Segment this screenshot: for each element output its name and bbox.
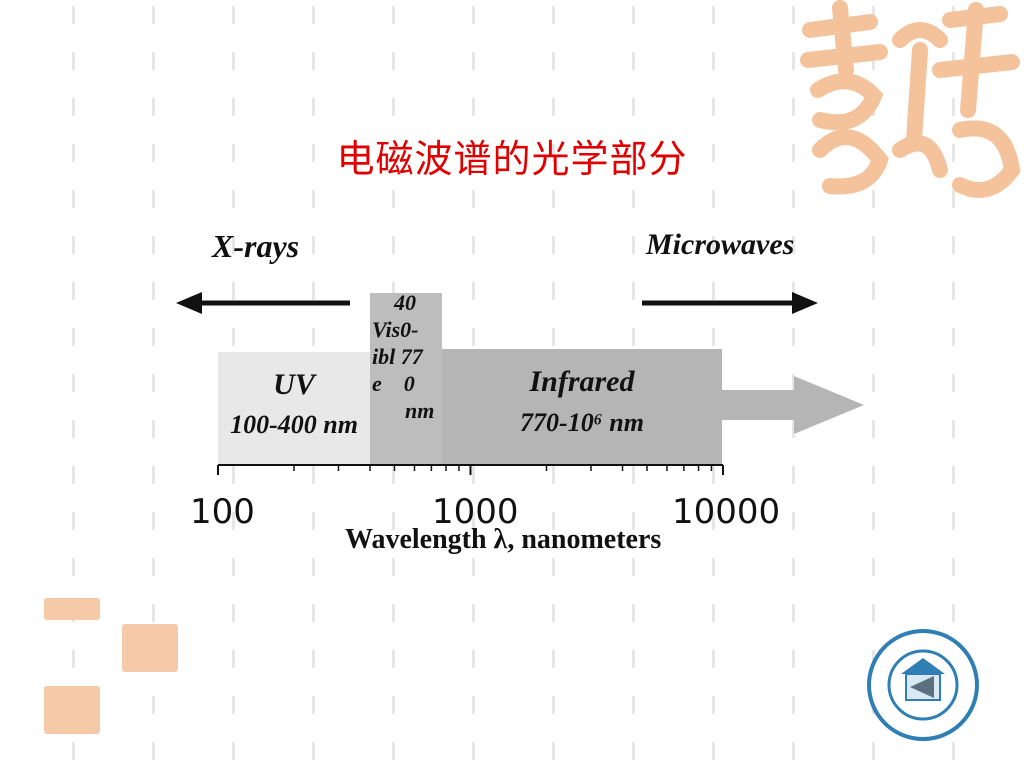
visible-band: [370, 293, 442, 465]
calligraphy-seal-icon: [800, 0, 1021, 198]
tick-label-100: 100: [190, 492, 255, 532]
right-arrow: [642, 292, 818, 314]
infrared-band-range: 770-10⁶ nm: [520, 408, 644, 437]
triangle-left-icon: [910, 676, 934, 698]
tick-label-10000: 10000: [672, 492, 781, 532]
seal-stamp-icon: [44, 598, 100, 620]
uv-band-range: 100-400 nm: [230, 410, 358, 439]
seal-stamp-icon: [122, 624, 178, 672]
seal-stamp-icon: [44, 686, 100, 734]
tick-label-1000: 1000: [432, 492, 519, 532]
visible-band-text: 40 Vis0- ibl 77 e 0 nm: [372, 290, 435, 423]
left-arrow: [176, 292, 350, 314]
institute-emblem-icon[interactable]: [866, 628, 980, 742]
xrays-label: X-rays: [212, 228, 300, 264]
slide-title: 电磁波谱的光学部分: [336, 137, 688, 181]
microwaves-label: Microwaves: [646, 228, 795, 261]
uv-band-name: UV: [273, 368, 315, 401]
uv-band: [218, 352, 370, 465]
infrared-band-name: Infrared: [529, 365, 635, 398]
infrared-band: [442, 349, 722, 465]
axis-title: Wavelength λ, nanometers: [345, 524, 662, 555]
spectrum-continuation-arrow: [722, 376, 864, 434]
